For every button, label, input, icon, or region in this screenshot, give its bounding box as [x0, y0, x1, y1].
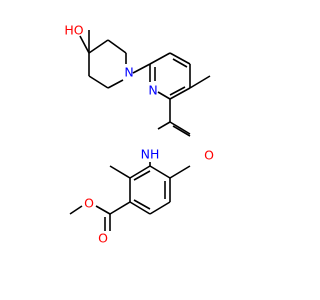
ester-carbonyl-oxygen-label: O	[98, 231, 108, 246]
ester-methoxy-oxygen-label: O	[84, 196, 94, 211]
bond	[79, 35, 90, 54]
bond	[172, 58, 188, 68]
bond	[169, 121, 191, 135]
bond	[149, 201, 171, 215]
bond	[107, 39, 127, 54]
bond	[157, 121, 171, 130]
molecule-canvas: HO N N NH O O O	[64, 22, 215, 246]
bond	[189, 75, 211, 89]
molecule-structure: HO N N NH O O O	[64, 23, 214, 246]
bond	[132, 63, 151, 74]
bond	[133, 170, 151, 181]
bond	[169, 165, 191, 179]
bonds	[69, 30, 211, 231]
atom-labels: HO N N NH O O O	[64, 23, 214, 246]
bond	[149, 52, 171, 65]
piperidine-nitrogen-label: N	[124, 65, 133, 80]
bond	[169, 52, 191, 65]
bond	[172, 125, 191, 137]
bond	[109, 165, 131, 179]
bond	[157, 91, 171, 100]
bond	[69, 205, 83, 215]
amide-nh-label: NH	[141, 147, 160, 162]
bond	[88, 39, 109, 54]
bond	[133, 199, 151, 210]
bond	[107, 79, 124, 89]
bond	[149, 165, 171, 179]
bond	[169, 87, 191, 100]
bond	[109, 201, 131, 215]
amide-oxygen-label: O	[204, 148, 214, 163]
bond	[95, 205, 111, 215]
pyridine-nitrogen-label: N	[148, 83, 157, 98]
bond	[169, 86, 186, 96]
bond	[88, 75, 109, 89]
bond	[129, 165, 151, 179]
hydroxyl-label: HO	[64, 23, 83, 38]
bond	[129, 201, 151, 215]
